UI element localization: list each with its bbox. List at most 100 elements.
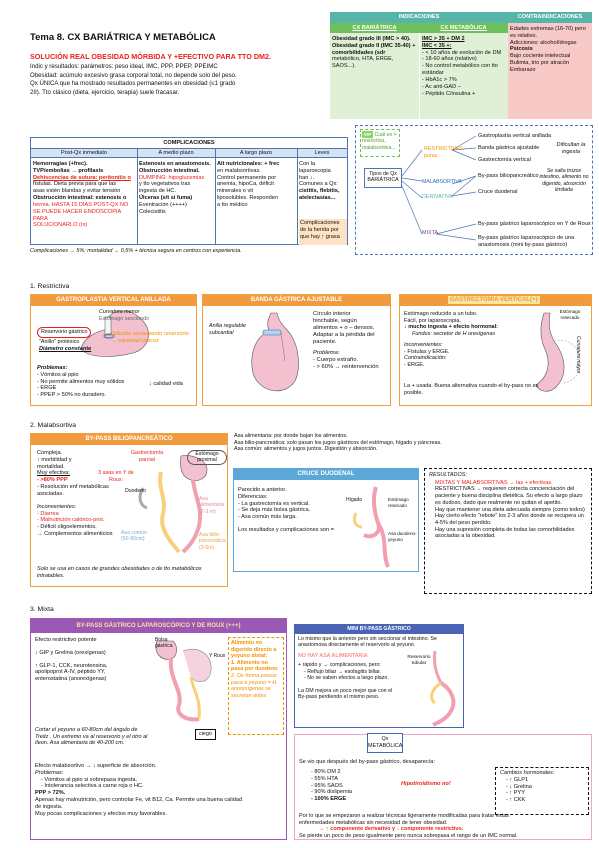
intro-line: Obesidad: acúmulo excesivo grasa corpora… — [30, 71, 237, 79]
mini-text: Lo mismo que la anterior pero sin seccio… — [298, 636, 462, 701]
bga-line: alimentos + o – densos. — [313, 325, 375, 332]
metabolic-pct: - 80% DM 2 - 55% HTA - 95% SAOS - 90% di… — [311, 769, 367, 803]
ind-line: metabólico, HTA, ERGE, — [332, 56, 394, 63]
gv-line: Estómago reducido a un tubo. — [404, 311, 478, 317]
intro-line: 2II). Tto clásico (dieta, ejercicio, ter… — [30, 88, 180, 96]
hormonal-line: Cambios hormonales: — [500, 770, 555, 776]
cd-title: CRUCE DUODENAL — [234, 469, 418, 480]
restrictive-item: Gastrectomía vertical — [478, 157, 531, 163]
bpg-line: Treitz . Un extremo va al reservorio y e… — [35, 733, 148, 740]
gv-footer: La + usada. Buena alternativa cuando el … — [404, 383, 589, 396]
bpb-label: Asa bilio-pancreática (3-5m) — [199, 532, 226, 551]
contra-col: Edades extremas (16-70) pero es relativo… — [508, 23, 592, 119]
bpg-line: PPP > 72%. — [35, 790, 66, 797]
cell-line: Obstrucción intestinal. — [139, 167, 200, 174]
bpb-line: asociadas. — [37, 490, 64, 497]
cd-line: - La gastrectomía es vertical. — [238, 500, 310, 507]
bpb-label: 3 asas en Y de Roux: — [98, 470, 134, 483]
metabolic-pct-line: - 95% SAOS — [311, 782, 343, 789]
wound-complications-note: Complicaciones de la herida por que hay … — [299, 219, 347, 245]
ind-line: Obesidad grado II (IMC 35-40) + — [332, 42, 416, 49]
bpg-text-top: Efecto restrictivo potente ↓ GIP y Greli… — [35, 637, 155, 683]
bpb-line: - >80% PPP — [37, 477, 68, 484]
complications-title: COMPLICACIONES — [31, 138, 347, 148]
tree-root: Tipos de Qx BARIÁTRICA — [364, 168, 402, 188]
stomach-band-illustration — [251, 312, 299, 392]
bpg-line: - Vómitos al ppio si sobrepasa ingesta. — [41, 776, 138, 783]
gv-label: Curvatura mayor — [575, 336, 582, 374]
metabolic-tail-line: enfermedades metabólicas sin necesidad d… — [299, 819, 448, 826]
bpb-footer: Solo se usa en casos de grandes obesidad… — [37, 566, 223, 580]
indications-header: INDICACIONES — [330, 12, 508, 23]
metabolic-pct-line: - 100% ERGE — [311, 796, 347, 803]
mini-card: MINI BY-PASS GÁSTRICO Lo mismo que la an… — [294, 624, 464, 728]
mini-bypass-illustration — [430, 650, 456, 727]
cell-line: Con la — [299, 161, 316, 167]
mixed-item: By-pass gástrico laparoscópico en Y de R… — [478, 221, 591, 227]
mini-title: MINI BY-PASS GÁSTRICO — [295, 625, 463, 634]
metabolic-card: Qx METABÓLICA Se vio que después del by-… — [294, 733, 592, 840]
malabsorptive-label: MALABSORTIVA — [422, 179, 462, 185]
gva-line: Problemas: — [37, 365, 68, 371]
hormonal-line: - ↑ PYY — [506, 790, 525, 797]
col-divider — [215, 148, 216, 245]
complications-col-mild: Con la laparoscopia han ↓. Comunes a Qx:… — [299, 161, 347, 202]
contra-line: Adicciones: alcohol/drogas — [510, 39, 577, 46]
mini-line: + rápido y → complicaciones, pero: — [298, 662, 381, 669]
bpg-line: íleon. Asa alimentaria de 40-200 cm. — [35, 740, 125, 747]
gva-label: Estómago secciondo — [99, 316, 150, 322]
restrictive-note: Dificultan la ingesta — [556, 142, 586, 155]
bariatric-col: Obesidad grado III (IMC > 40). Obesidad … — [330, 33, 419, 119]
gva-quality: ↓ calidad vida — [149, 381, 183, 387]
page-title: Tema 8. CX BARIÁTRICA Y METABÓLICA — [30, 32, 216, 43]
bpg-line: ↓ GIP y Grelina (orexígenas) — [35, 649, 106, 656]
ind-line: IMC > 35 + DM 2 — [422, 36, 465, 42]
cd-card: CRUCE DUODENAL Parecido a anterior. Dife… — [233, 468, 419, 572]
mini-line: By-pass perdiendo el mismo peso. — [298, 694, 380, 701]
ind-line: - HbA1c > 7% — [422, 76, 457, 83]
metabolic-tail-line: Por lo que se empezaron a realizar técni… — [299, 813, 510, 819]
cell-line: DUMPING: hipoglucemias — [139, 174, 205, 181]
complications-footer: Complicaciones → 5%; mortalidad → 0,5% +… — [30, 248, 360, 255]
metabolic-col-head: CX METABÓLICA — [419, 23, 508, 33]
bpg-line: - Intolerancia selectiva a carne roja o … — [41, 783, 144, 790]
cell-line: fístulas. Dieta previa para que las — [33, 181, 117, 188]
cell-line: cistitis, flebitis, — [299, 188, 340, 195]
bpb-line: - Resolución enf metabólicas — [37, 484, 109, 491]
bpg-line: de ingesta. — [35, 803, 63, 810]
tree-note: Cuál es + restrictiva, malabsortiva... — [362, 132, 397, 151]
duodenal-switch-illustration — [352, 486, 390, 568]
legend-line: Asa bilio-pancreática: solo pasan los ju… — [234, 439, 442, 446]
mini-label: Reservorio tubular — [407, 655, 431, 666]
col-head: Leves — [314, 150, 330, 156]
metabolic-intro-text: Se vio que después del by-pass gástrico,… — [299, 759, 435, 765]
bpb-line: → Complementos alimenticios — [37, 530, 113, 537]
footer-text: Complicaciones → 5%; mortalidad → 0,5% +… — [30, 248, 242, 254]
vip-note: VIP Cuál es + restrictiva, malabsortiva.… — [360, 129, 400, 157]
bpb-line: Inconvenientes: — [37, 503, 77, 510]
gva-problems: Problemas: - Vómitos al ppio - No permit… — [37, 365, 147, 399]
bpg-label: Bolsa gástrica — [155, 637, 173, 650]
bpb-title: BY-PASS BILIOPANCREÁTICO — [31, 434, 227, 445]
bpg-label: ciego — [195, 729, 216, 740]
results-item: MIXTAS Y MALABSORTIVAS → las + efectivas… — [435, 479, 553, 486]
gv-line: ↓ mucho ingesta + efecto hormonal: — [404, 324, 498, 331]
metabolic-pct-line: - 80% DM 2 — [311, 769, 341, 775]
gv-card: GASTRECTOMÍA VERTICAL(+) Estómago reseca… — [399, 294, 592, 406]
metabolic-intro: Se vio que después del by-pass gástrico,… — [299, 759, 529, 766]
mini-line: - No se saben efectos a largo plazo. — [304, 675, 389, 682]
complications-col-long: Alt nutricionales: + frec en malabsortiv… — [217, 161, 297, 209]
bpg-food-line: Alimento no digerido directo a yeyuno di… — [231, 640, 277, 660]
bpg-food-line: 2. De forma precoz pasa a yeyuno = H. an… — [231, 672, 278, 699]
bpb-label: Asa común (50-80cm) — [121, 530, 147, 543]
cell-line: Úlceras (s/t si fuma) — [139, 195, 193, 202]
gv-title: GASTRECTOMÍA VERTICAL(+) — [400, 295, 591, 306]
results-item: RESTRICTIVAS → requieren correcta concie… — [435, 486, 583, 506]
results-item: Hay que mantener una dieta adecuada siem… — [435, 506, 585, 513]
note-line: de la herida por — [300, 226, 339, 233]
contra-line: Bulimia, trio por atracón — [510, 60, 570, 67]
bga-line: - > 60% → reintervención — [313, 364, 379, 371]
bpb-line: Solo se usa en casos de grandes obesidad… — [37, 566, 202, 572]
loops-legend: Asa alimentaria: por donde bajan los ali… — [234, 433, 534, 453]
ind-line: - No control metabólico con tto — [422, 63, 498, 70]
